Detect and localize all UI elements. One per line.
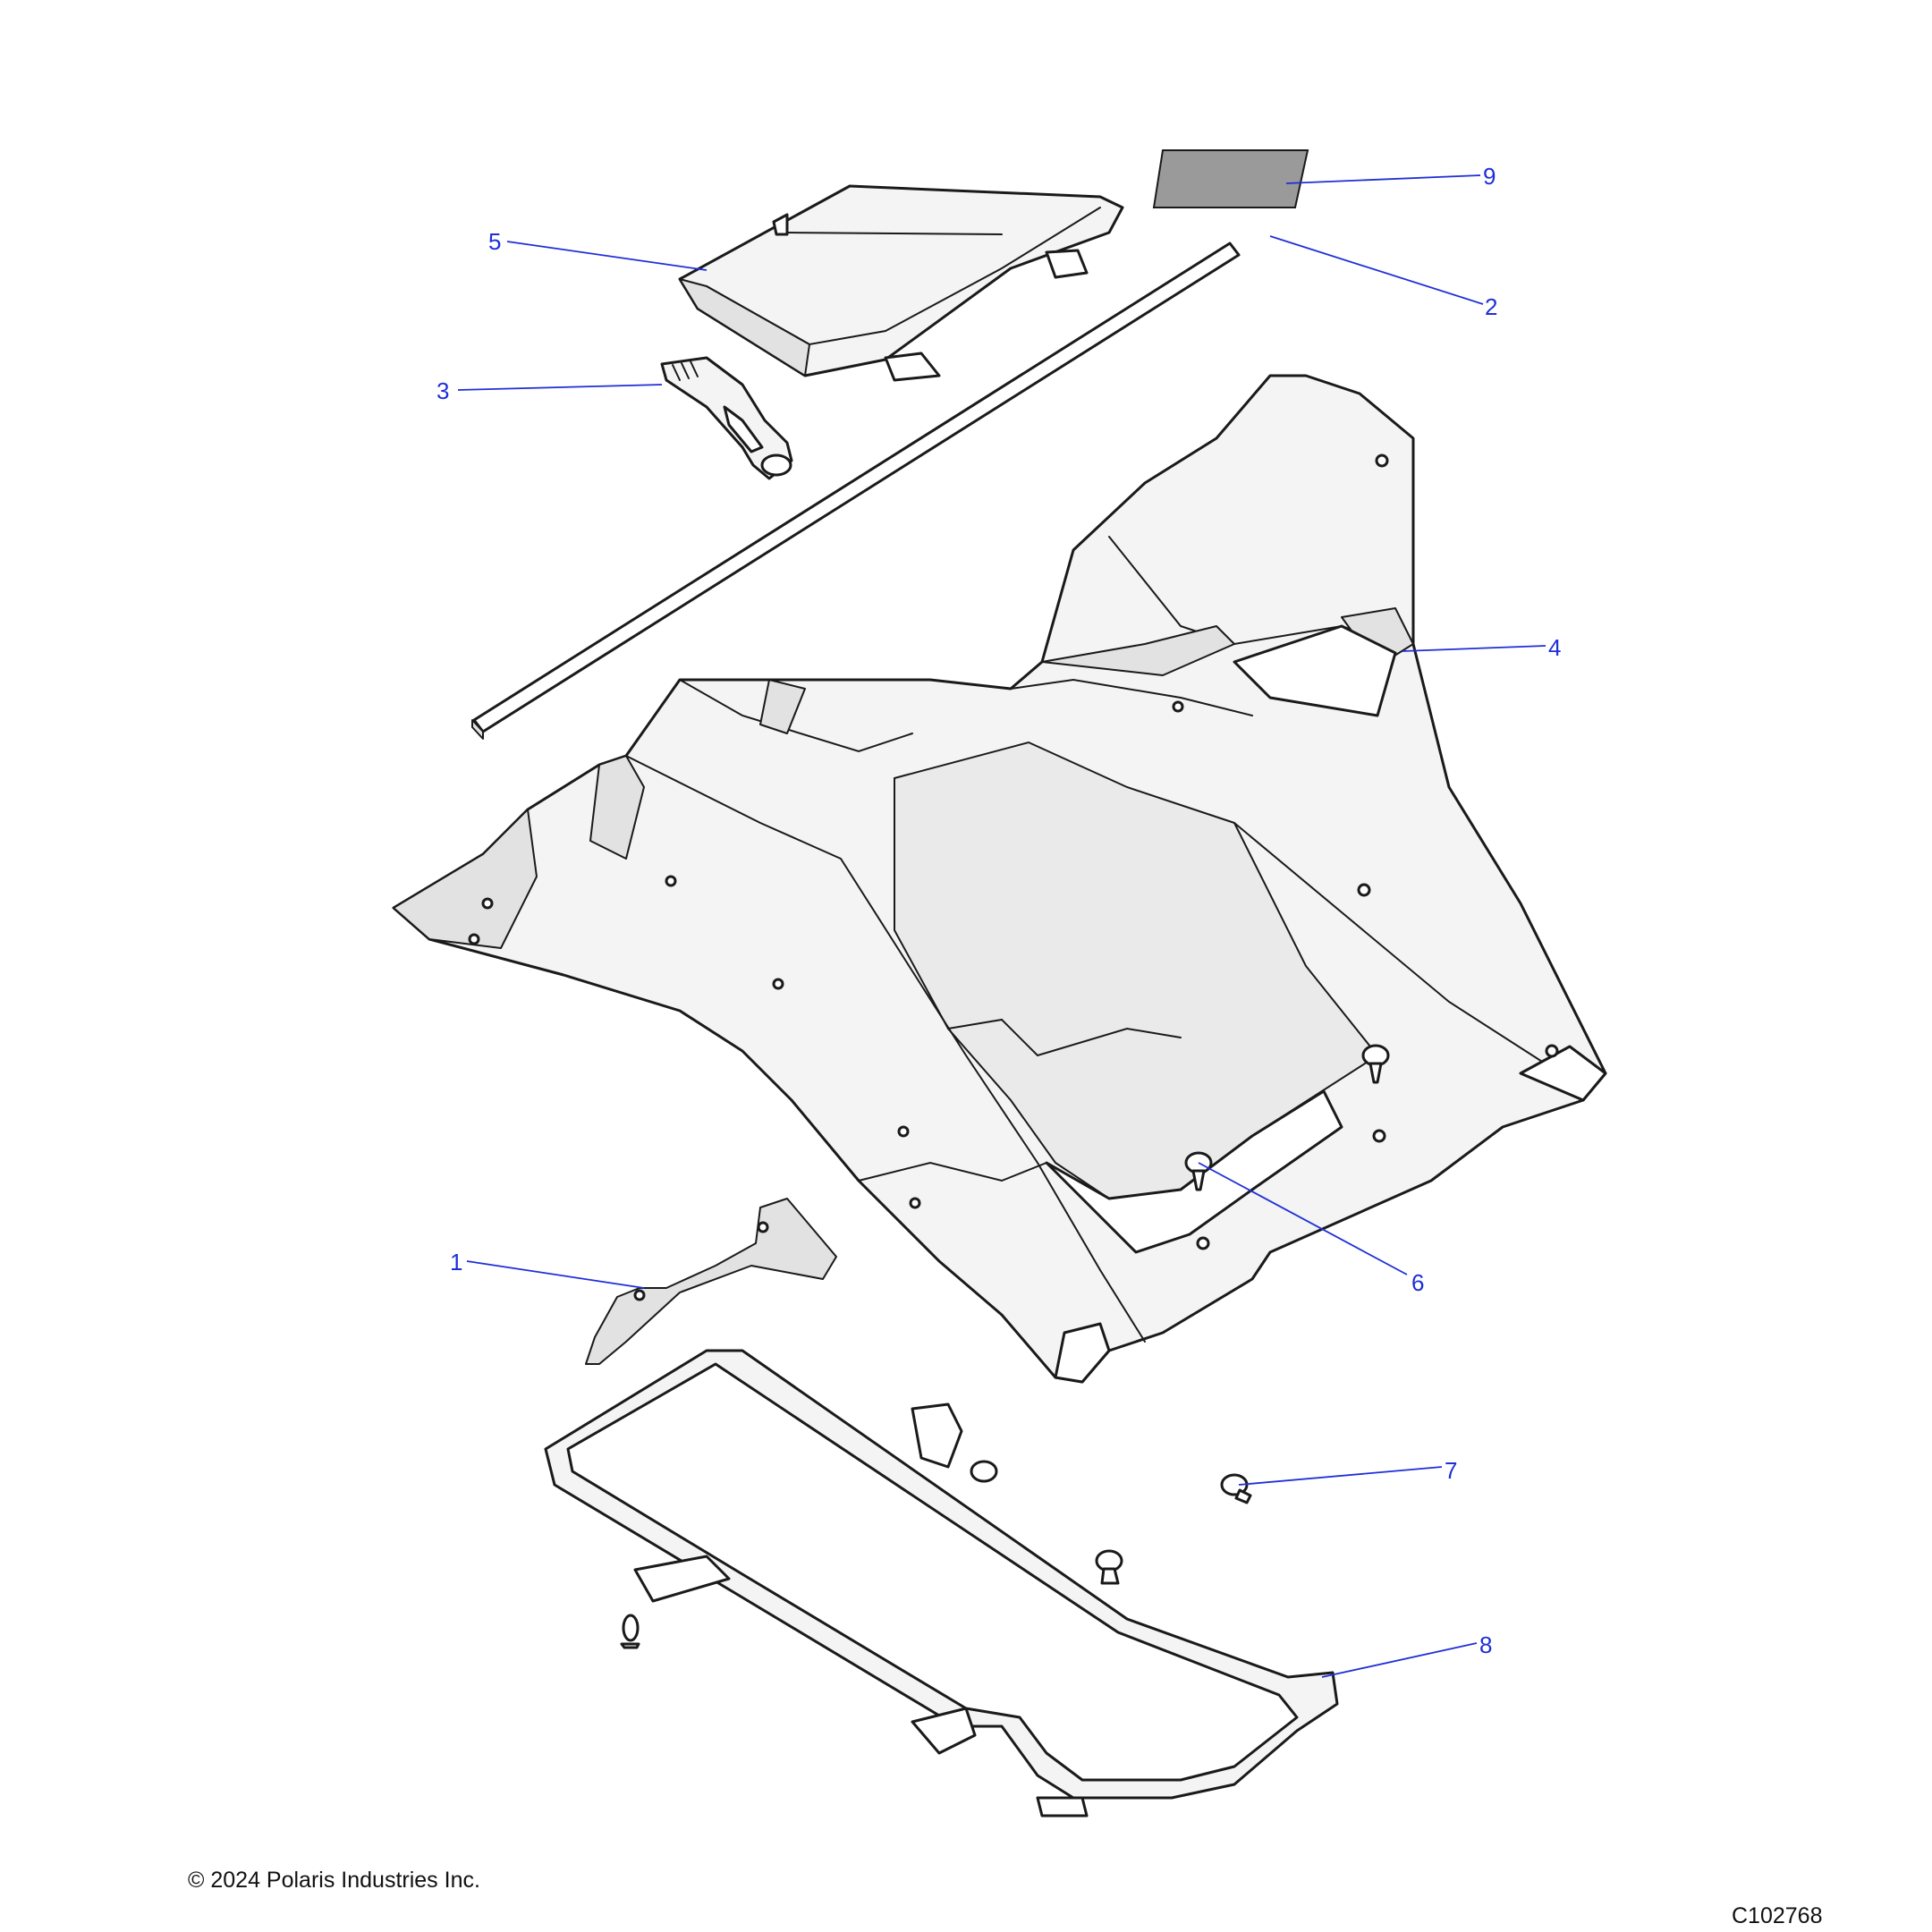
callout-8: 8: [1479, 1631, 1492, 1658]
callout-5: 5: [488, 228, 501, 255]
copyright-notice: © 2024 Polaris Industries Inc.: [188, 1868, 480, 1893]
push-rivet-loose-set: [620, 1460, 1252, 1649]
storage-lid: [678, 184, 1124, 382]
latch: [660, 356, 793, 480]
callout-1: 1: [450, 1249, 462, 1275]
bracket: [585, 1198, 837, 1365]
storage-tub: [392, 374, 1607, 1384]
callout-3: 3: [436, 377, 449, 404]
callout-4: 4: [1548, 634, 1561, 661]
push-rivet-set: [1184, 1044, 1390, 1191]
callout-7: 7: [1445, 1457, 1457, 1484]
callout-6: 6: [1411, 1269, 1424, 1296]
callout-2: 2: [1485, 293, 1497, 320]
seal-strip: [471, 242, 1241, 740]
leader-lines: [457, 174, 1546, 1678]
callout-numbers: 1 2 3 4 5 6 7 8 9: [436, 163, 1561, 1658]
callout-9: 9: [1483, 163, 1496, 190]
decal-label: [1152, 149, 1309, 208]
figure-id: C102768: [1732, 1903, 1823, 1928]
lower-tray: [544, 1349, 1339, 1818]
